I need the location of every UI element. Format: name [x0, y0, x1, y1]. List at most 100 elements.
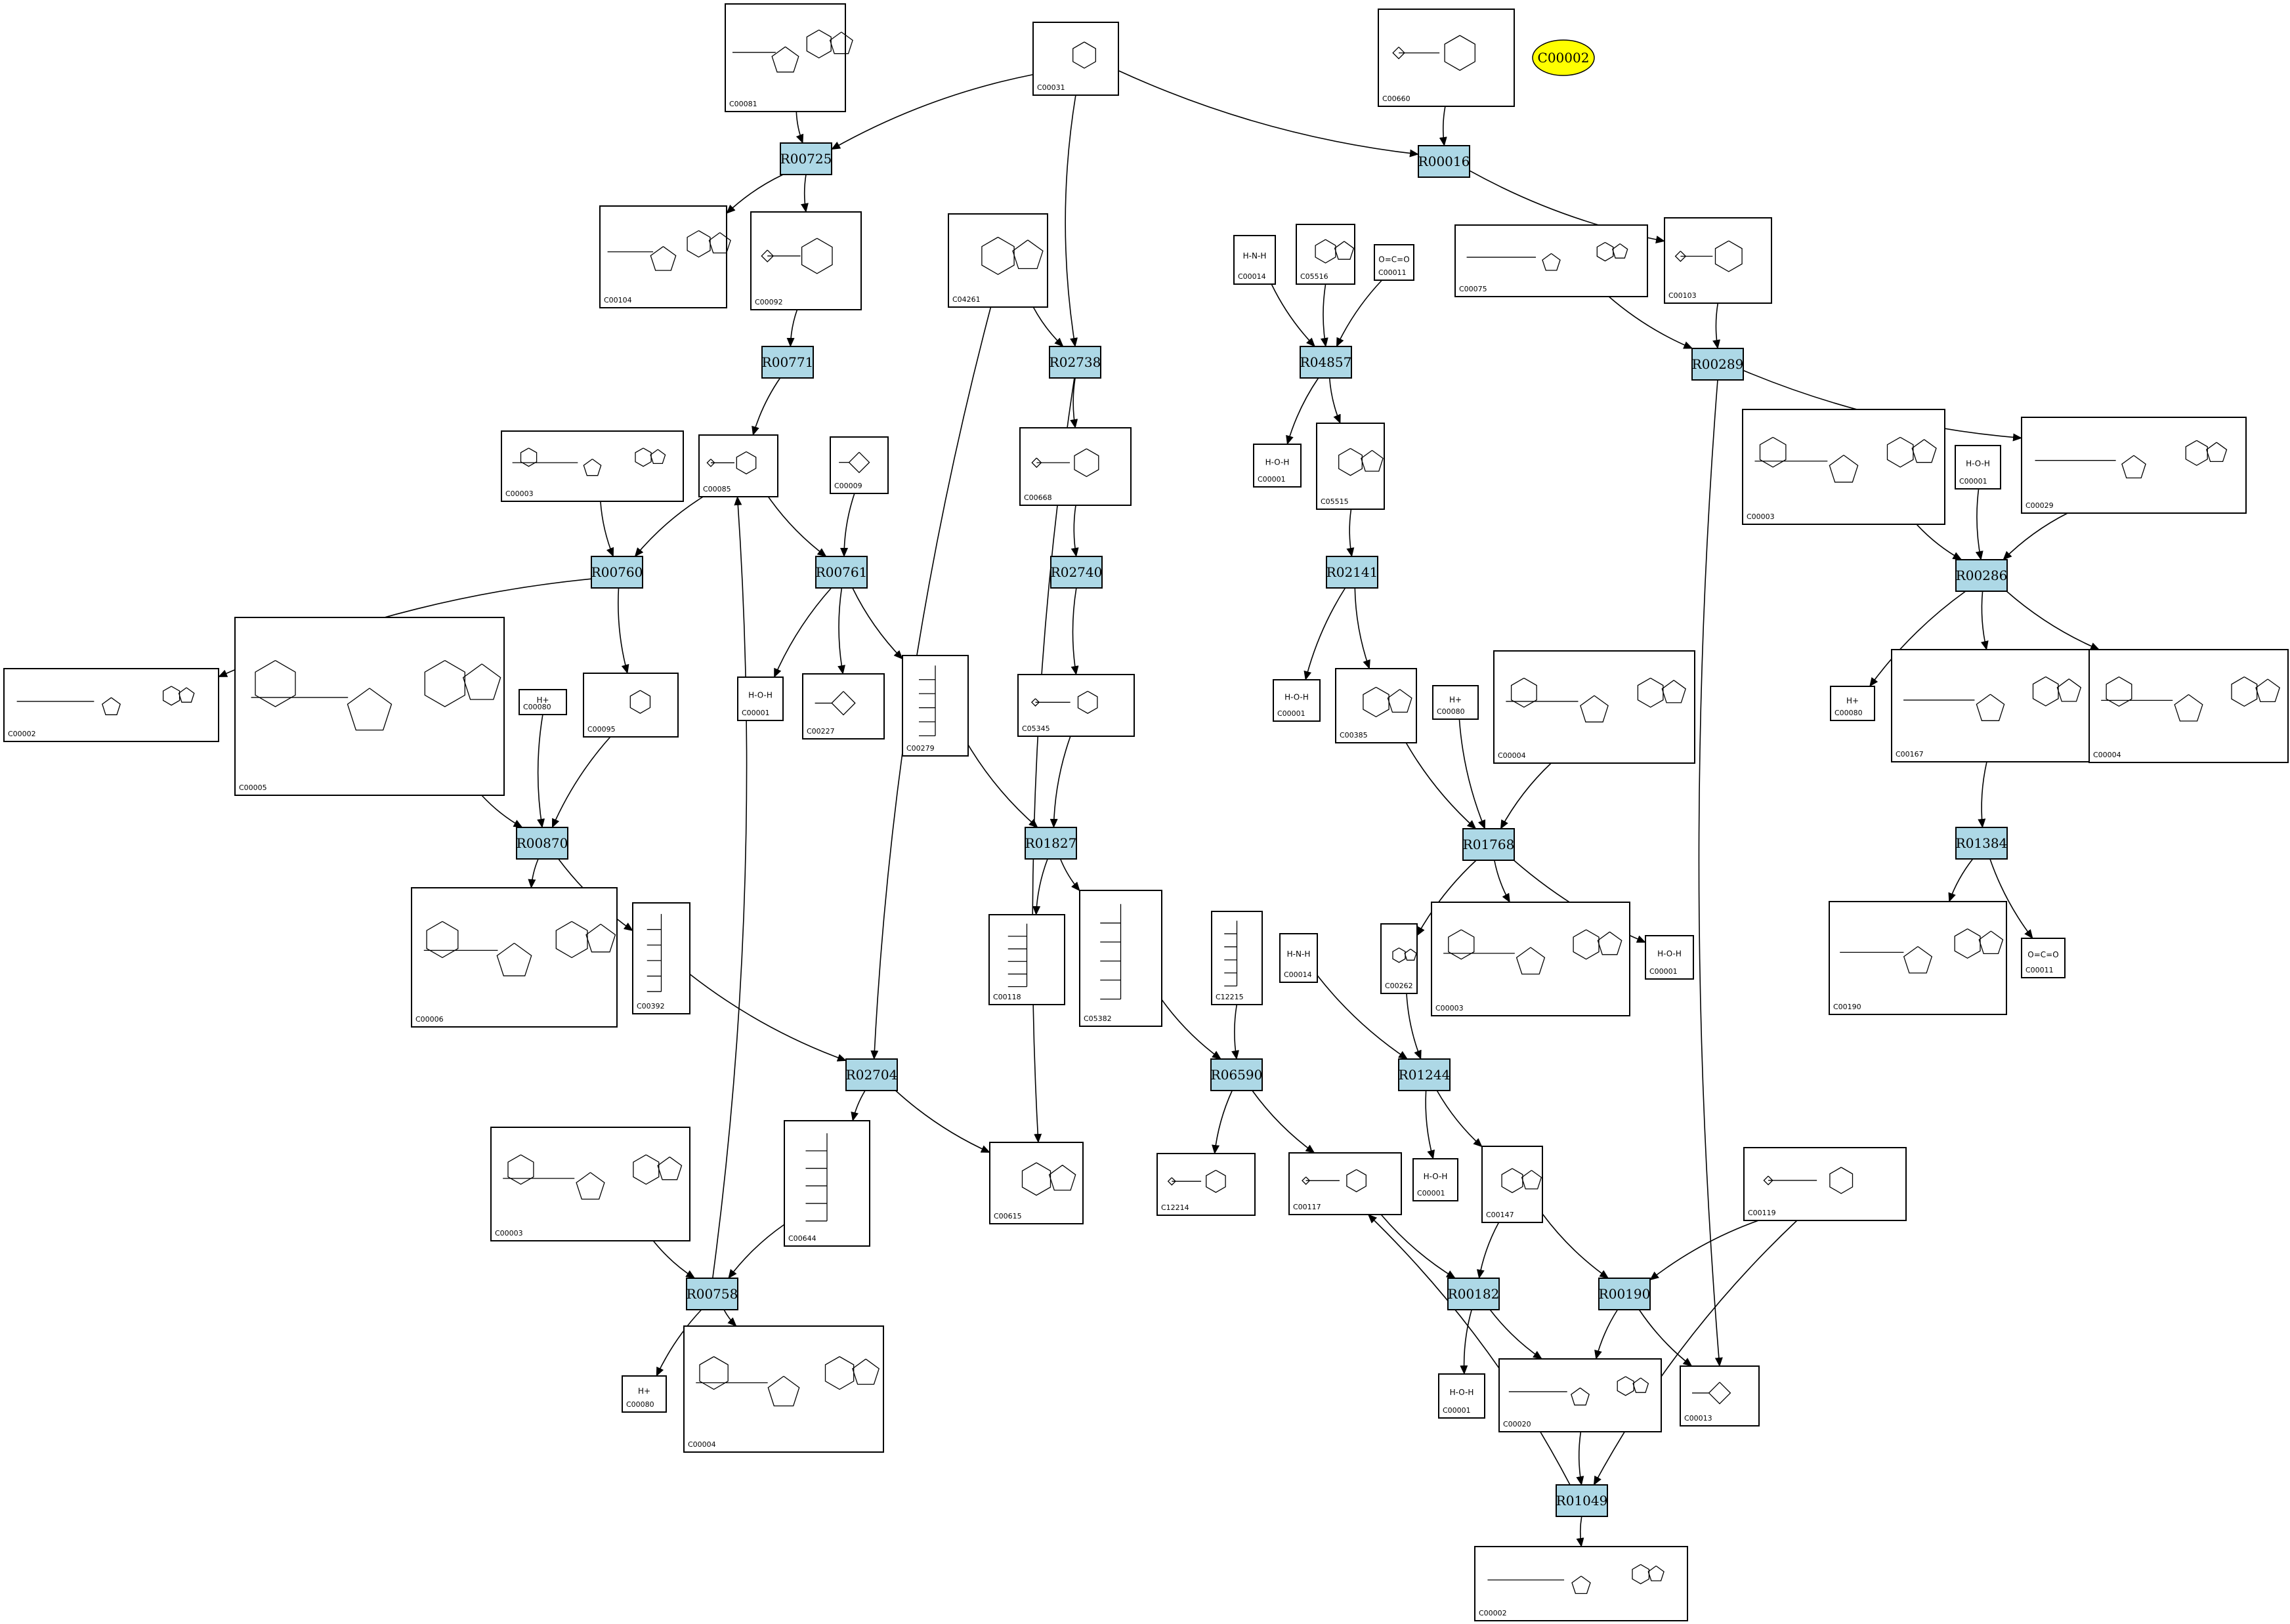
compound-C00660[interactable]: C00660 — [1378, 9, 1515, 107]
reaction-R01049[interactable]: R01049 — [1556, 1484, 1608, 1517]
compound-C00644[interactable]: C00644 — [784, 1120, 870, 1247]
compound-C00009[interactable]: C00009 — [830, 436, 889, 494]
reaction-R00182[interactable]: R00182 — [1447, 1278, 1500, 1310]
compound-C00119[interactable]: C00119 — [1743, 1147, 1907, 1221]
compound-C00031[interactable]: C00031 — [1032, 22, 1119, 96]
compound-C00103[interactable]: C00103 — [1664, 217, 1772, 304]
reaction-R00760[interactable]: R00760 — [591, 556, 643, 589]
compound-C00006[interactable]: C00006 — [411, 887, 618, 1028]
compound-C00004[interactable]: C00004 — [683, 1325, 884, 1453]
compound-C00092[interactable]: C00092 — [750, 211, 862, 310]
compound-C05382[interactable]: C05382 — [1079, 890, 1162, 1027]
compound-C00080[interactable]: H+C00080 — [519, 689, 567, 715]
compound-id-label: C00167 — [1896, 750, 1924, 759]
structure-line — [507, 1154, 534, 1185]
compound-C00385[interactable]: C00385 — [1335, 668, 1417, 743]
compound-C00005[interactable]: C00005 — [234, 617, 505, 796]
compound-C05515[interactable]: C05515 — [1316, 423, 1385, 510]
compound-C05345[interactable]: C05345 — [1017, 674, 1135, 737]
compound-C00004[interactable]: C00004 — [1493, 650, 1695, 764]
reaction-R02738[interactable]: R02738 — [1049, 346, 1101, 379]
compound-C00080[interactable]: H+C00080 — [1432, 685, 1479, 720]
compound-C00003[interactable]: C00003 — [1431, 902, 1630, 1016]
compound-C00147[interactable]: C00147 — [1481, 1146, 1543, 1223]
compound-C00020[interactable]: C00020 — [1498, 1358, 1662, 1432]
reaction-R02141[interactable]: R02141 — [1326, 556, 1378, 589]
reaction-R00758[interactable]: R00758 — [686, 1278, 738, 1310]
compound-C00002[interactable]: C00002 — [3, 668, 219, 742]
reaction-R01244[interactable]: R01244 — [1398, 1058, 1451, 1091]
reaction-R01827[interactable]: R01827 — [1025, 827, 1077, 860]
structure-line — [2174, 694, 2203, 722]
reaction-R00870[interactable]: R00870 — [516, 827, 568, 860]
compound-C00003[interactable]: C00003 — [501, 430, 684, 502]
compound-C00081[interactable]: C00081 — [725, 3, 853, 112]
compound-C00104[interactable]: C00104 — [599, 205, 731, 308]
compound-C00095[interactable]: C00095 — [583, 673, 679, 738]
compound-C12215[interactable]: C12215 — [1211, 911, 1263, 1005]
compound-id-label: C00001 — [742, 709, 770, 717]
compound-formula: O=C=O — [2027, 950, 2058, 959]
compound-C00279[interactable]: C00279 — [902, 655, 969, 757]
edge-n15-to-R02740 — [1071, 505, 1079, 557]
compound-C00392[interactable]: C00392 — [632, 902, 690, 1014]
reaction-id-label: R04857 — [1300, 354, 1352, 370]
compound-id-label: C00001 — [1649, 967, 1678, 976]
compound-C00190[interactable]: C00190 — [1829, 901, 2007, 1015]
compound-C04261[interactable]: C04261 — [948, 213, 1048, 308]
reaction-box — [1955, 827, 2008, 860]
compound-C00118[interactable]: C00118 — [988, 914, 1065, 1005]
reaction-R00190[interactable]: R00190 — [1598, 1278, 1651, 1310]
reaction-R00761[interactable]: R00761 — [815, 556, 868, 589]
compound-box — [1335, 668, 1417, 743]
reaction-R06590[interactable]: R06590 — [1210, 1058, 1263, 1091]
reaction-R04857[interactable]: R04857 — [1300, 346, 1352, 379]
reaction-box — [1300, 346, 1352, 379]
compound-C12214[interactable]: C12214 — [1156, 1153, 1256, 1216]
compound-C00227[interactable]: C00227 — [802, 673, 885, 739]
reaction-R00289[interactable]: R00289 — [1691, 348, 1744, 381]
reaction-R00725[interactable]: R00725 — [780, 142, 832, 175]
compound-box — [1288, 1152, 1402, 1215]
structure-line — [1647, 1565, 1664, 1581]
compound-formula: H+ — [1846, 696, 1859, 705]
compound-formula: H-O-H — [1450, 1388, 1474, 1397]
reaction-R02704[interactable]: R02704 — [845, 1058, 898, 1091]
compound-C00080[interactable]: H+C00080 — [622, 1375, 667, 1413]
compound-formula: H-O-H — [1265, 457, 1290, 467]
compound-C00668[interactable]: C00668 — [1019, 427, 1132, 506]
compound-C00004[interactable]: C00004 — [2089, 649, 2289, 763]
compound-C00080[interactable]: H+C00080 — [1830, 686, 1875, 721]
compound-C00013[interactable]: C00013 — [1680, 1365, 1760, 1426]
compound-C00075[interactable]: C00075 — [1454, 224, 1648, 297]
structure-line — [1596, 241, 1614, 262]
reaction-R00016[interactable]: R00016 — [1418, 145, 1470, 178]
compound-id-label: C00001 — [1417, 1189, 1445, 1197]
compound-C00615[interactable]: C00615 — [989, 1142, 1084, 1224]
compound-C00167[interactable]: C00167 — [1891, 649, 2090, 762]
compound-C00003[interactable]: C00003 — [1742, 409, 1945, 525]
compound-C00002[interactable]: C00002 — [1474, 1546, 1688, 1621]
reaction-R01384[interactable]: R01384 — [1955, 827, 2008, 860]
compound-C05516[interactable]: C05516 — [1296, 224, 1355, 285]
compound-C00003[interactable]: C00003 — [490, 1127, 690, 1241]
reaction-R01768[interactable]: R01768 — [1462, 828, 1515, 861]
reaction-R00286[interactable]: R00286 — [1955, 559, 2008, 592]
compound-C00029[interactable]: C00029 — [2021, 417, 2247, 514]
reaction-R00771[interactable]: R00771 — [761, 346, 814, 379]
reaction-R02740[interactable]: R02740 — [1050, 556, 1103, 589]
compound-C00262[interactable]: C00262 — [1380, 923, 1418, 994]
compound-C00085[interactable]: C00085 — [698, 434, 778, 497]
compound-C00117[interactable]: C00117 — [1288, 1152, 1402, 1215]
